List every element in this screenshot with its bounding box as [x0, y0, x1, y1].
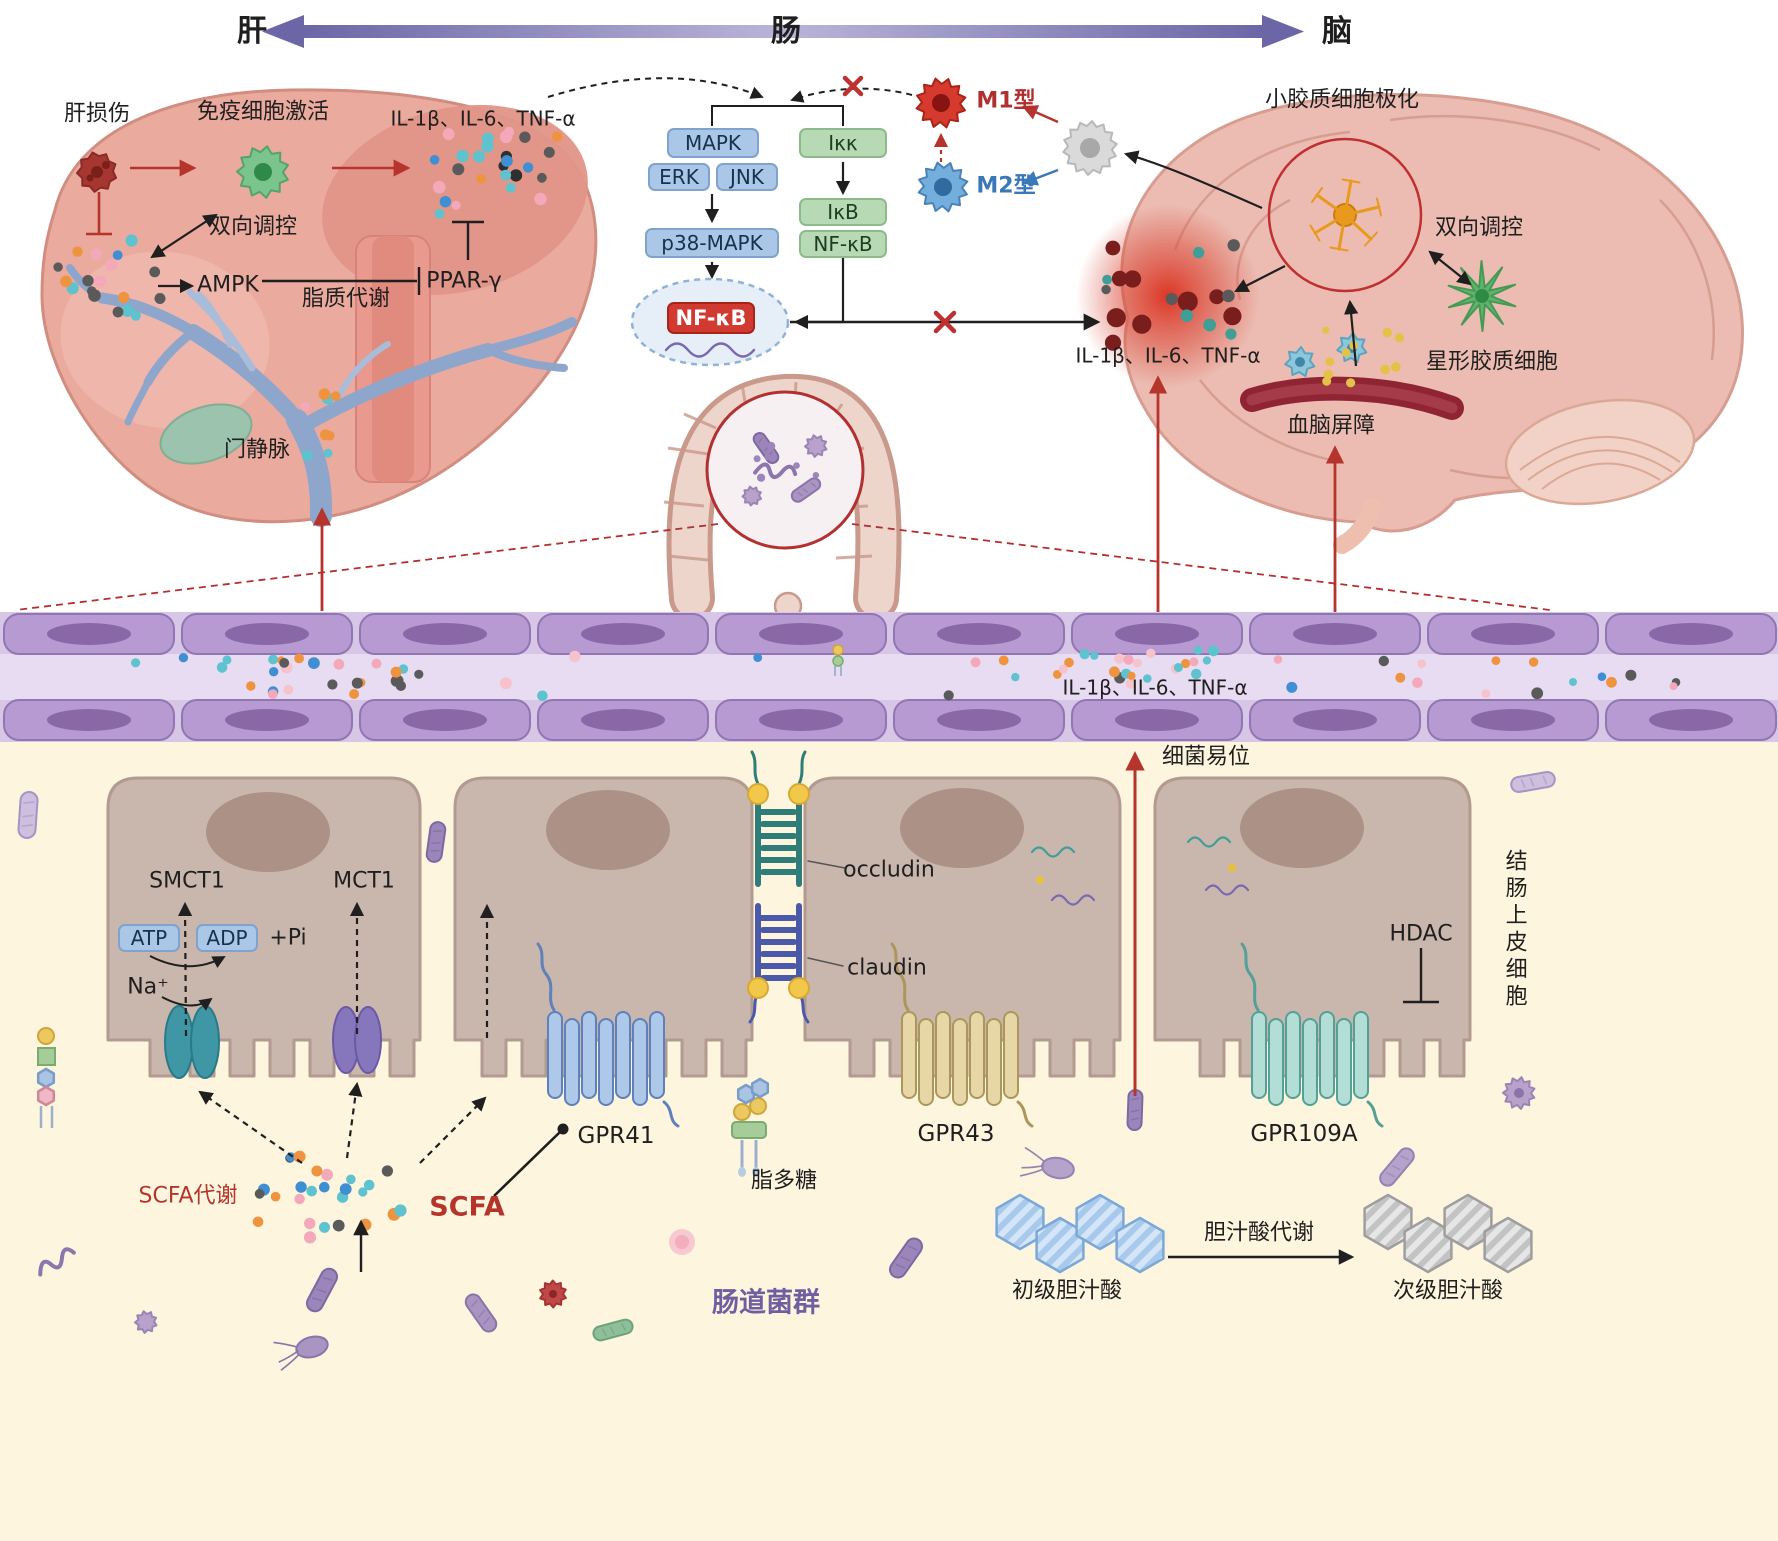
secondary-bile-label: 次级胆汁酸: [1392, 1278, 1504, 1304]
epithelial-band-strip: [0, 654, 1778, 700]
cell-illustrations: [76, 77, 1536, 1334]
lps-label: 脂多糖: [750, 1168, 818, 1194]
m2-label: M2型: [976, 173, 1036, 199]
epithelium-side-label: 结肠上皮细胞: [1501, 849, 1527, 1011]
box-ikb: IκB: [799, 198, 887, 226]
box-erk: ERK: [648, 163, 710, 191]
header-brain: 脑: [1322, 13, 1352, 49]
box-nfkb-active: NF-κB: [667, 302, 755, 334]
box-p38: p38-MAPK: [645, 228, 779, 258]
brain-illustration: [1076, 93, 1744, 554]
zoom-microbes: [741, 431, 828, 507]
mct1-label: MCT1: [333, 868, 395, 894]
ppar-label: PPAR-γ: [426, 268, 502, 294]
gpr43-label: GPR43: [917, 1120, 995, 1147]
box-atp: ATP: [118, 924, 180, 952]
primary-bile-label: 初级胆汁酸: [1011, 1278, 1123, 1304]
gpr41-label: GPR41: [577, 1122, 655, 1149]
brain-bidirectional-label: 双向调控: [1434, 215, 1524, 241]
bbb-label: 血脑屏障: [1286, 413, 1376, 439]
axis-arrow: [262, 15, 1304, 48]
box-adp: ADP: [196, 924, 258, 952]
dna-squiggle: [664, 342, 756, 358]
lipid-metabolism-label: 脂质代谢: [301, 286, 391, 312]
liver-injury-label: 肝损伤: [63, 101, 131, 127]
brain-cytokines-label: IL-1β、IL-6、TNF-α: [1075, 343, 1261, 368]
liver-cytokines-label: IL-1β、IL-6、TNF-α: [390, 106, 576, 131]
translocation-label: 细菌易位: [1161, 744, 1251, 770]
microbiota-label: 肠道菌群: [712, 1287, 820, 1319]
astrocyte-label: 星形胶质细胞: [1425, 349, 1559, 375]
microglia-zoom-circle: [1267, 137, 1423, 293]
block-x-icon: [933, 310, 957, 334]
microglia-polarization-label: 小胶质细胞极化: [1264, 87, 1420, 113]
scfa-label: SCFA: [429, 1191, 505, 1223]
bacteria: [17, 770, 1556, 1371]
smct1-label: SMCT1: [149, 868, 225, 894]
gpr-receptors: [536, 942, 1384, 1128]
ampk-label: AMPK: [197, 272, 259, 298]
liver-bidirectional-label: 双向调控: [208, 214, 298, 240]
claudin-structure: [755, 903, 802, 983]
hdac-label: HDAC: [1389, 921, 1453, 947]
bile-metabolism-label: 胆汁酸代谢: [1203, 1220, 1315, 1246]
box-ikk: Iκκ: [799, 128, 887, 158]
box-jnk: JNK: [716, 163, 778, 191]
immune-activation-label: 免疫细胞激活: [196, 99, 330, 125]
lps-glyphs: [36, 644, 844, 1177]
claudin-label: claudin: [847, 955, 927, 981]
liver-illustration: [40, 88, 598, 527]
occludin-label: occludin: [843, 857, 935, 883]
gpr109a-label: GPR109A: [1250, 1120, 1358, 1147]
box-nfkb: NF-κB: [799, 230, 887, 258]
cerebellum: [1504, 398, 1696, 506]
na-label: Na⁺: [127, 974, 169, 1000]
pi-label: +Pi: [269, 925, 307, 951]
barrier-cytokines-label: IL-1β、IL-6、TNF-α: [1062, 675, 1248, 700]
portal-vein-illustration: [66, 264, 577, 527]
tight-junctions: [747, 750, 846, 1024]
molecule-dots: [53, 126, 1681, 1244]
bile-acids: [995, 1193, 1533, 1274]
scfa-metabolism-label: SCFA代谢: [138, 1183, 238, 1209]
occludin-structure: [755, 797, 802, 887]
block-x-icon: [842, 75, 864, 97]
epithelial-cells: [3, 613, 1777, 741]
m1-label: M1型: [976, 88, 1036, 114]
arrows-layer: [15, 75, 1551, 1272]
colonocyte-cells: [106, 776, 1472, 1078]
smct1-transporter: [164, 1005, 194, 1079]
portal-vein-label: 门静脉: [223, 437, 291, 463]
header-liver: 肝: [237, 13, 267, 49]
header-gut: 肠: [771, 13, 801, 49]
box-mapk: MAPK: [667, 128, 759, 158]
